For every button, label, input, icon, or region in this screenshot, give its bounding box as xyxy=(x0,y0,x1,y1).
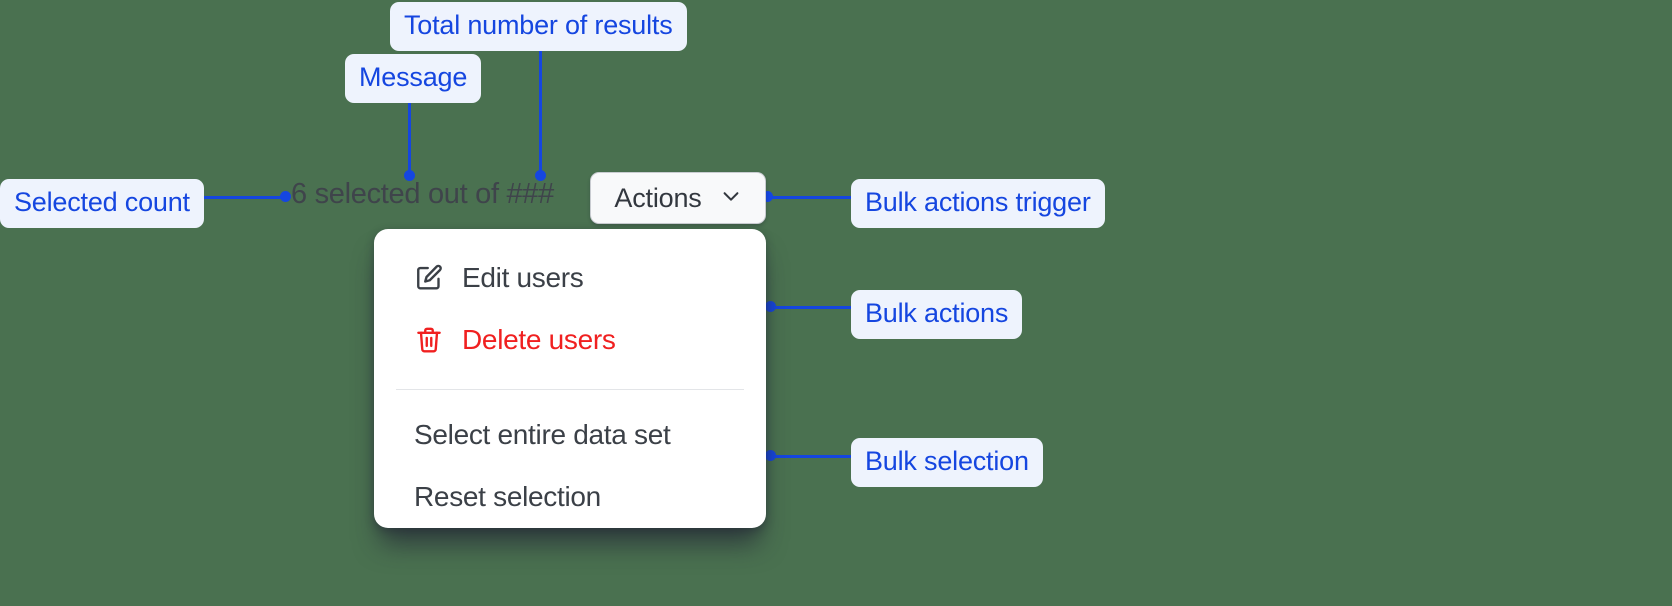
leader-line-selected-count xyxy=(200,196,290,199)
leader-line-total-results xyxy=(539,38,542,175)
trash-icon xyxy=(414,325,444,355)
menu-separator xyxy=(396,389,744,390)
menu-item-select-entire-data-set[interactable]: Select entire data set xyxy=(374,404,766,466)
edit-pencil-icon xyxy=(414,263,444,293)
annotation-selected-count: Selected count xyxy=(0,179,204,228)
menu-item-label: Select entire data set xyxy=(414,419,671,450)
leader-dot-message xyxy=(404,170,415,181)
leader-line-bulk-actions xyxy=(770,306,853,309)
selected-count-text: 6 selected out of ### xyxy=(291,178,554,210)
bulk-actions-trigger-label: Actions xyxy=(614,182,702,213)
leader-dot-selected-count xyxy=(280,191,291,202)
menu-item-label: Edit users xyxy=(462,262,584,293)
annotation-total-number-of-results: Total number of results xyxy=(390,2,687,51)
menu-item-delete-users[interactable]: Delete users xyxy=(374,309,766,371)
annotation-bulk-actions: Bulk actions xyxy=(851,290,1023,339)
leader-dot-bulk-actions xyxy=(765,301,776,312)
leader-line-message xyxy=(408,90,411,175)
leader-line-bulk-trigger xyxy=(767,196,853,199)
leader-dot-total-results xyxy=(535,170,546,181)
menu-item-edit-users[interactable]: Edit users xyxy=(374,247,766,309)
menu-item-reset-selection[interactable]: Reset selection xyxy=(374,466,766,528)
annotation-bulk-selection: Bulk selection xyxy=(851,438,1043,487)
leader-line-bulk-selection xyxy=(770,455,853,458)
bulk-actions-dropdown-menu: Edit users Delete users Select entire da… xyxy=(374,229,766,528)
annotation-bulk-actions-trigger: Bulk actions trigger xyxy=(851,179,1105,228)
chevron-down-icon xyxy=(720,185,742,212)
bulk-actions-trigger-button[interactable]: Actions xyxy=(590,172,766,224)
leader-dot-bulk-trigger xyxy=(762,191,773,202)
menu-item-label: Delete users xyxy=(462,324,616,355)
annotation-message: Message xyxy=(345,54,482,103)
menu-item-label: Reset selection xyxy=(414,481,601,512)
leader-dot-bulk-selection xyxy=(765,450,776,461)
